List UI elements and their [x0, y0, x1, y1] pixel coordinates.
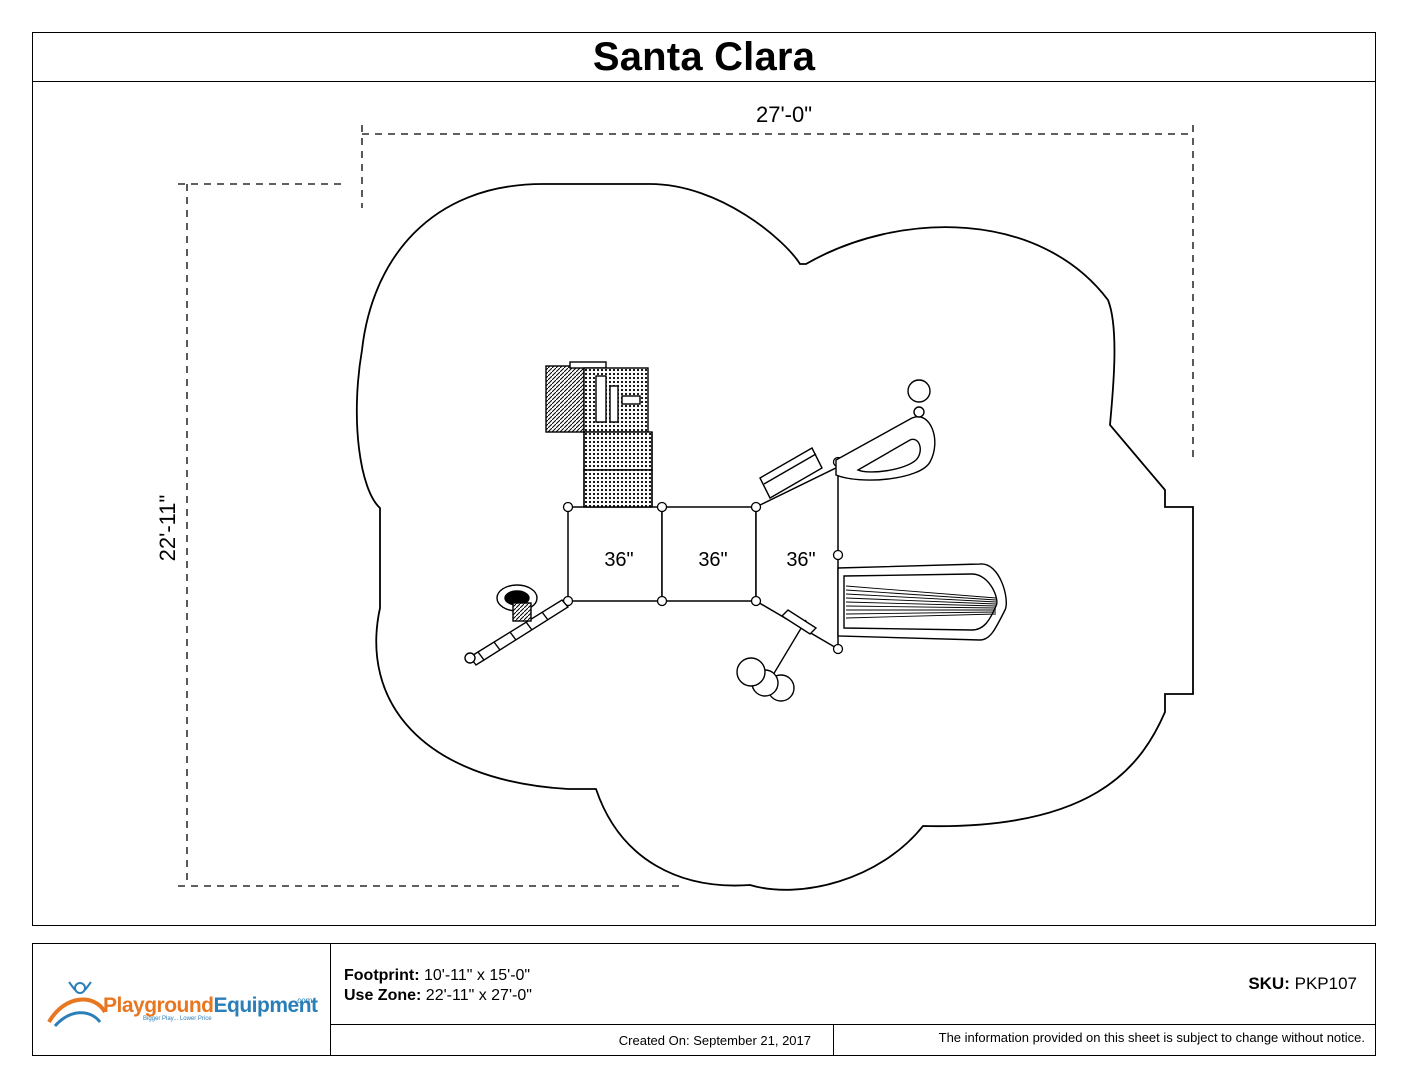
- use-zone-outline: [355, 183, 1194, 891]
- footprint-label: Footprint:: [344, 967, 420, 984]
- curved-slide: [835, 379, 936, 481]
- use-zone-label: Use Zone:: [344, 987, 422, 1004]
- deck-platforms: [567, 465, 839, 651]
- footprint-value: 10'-11" x 15'-0": [423, 967, 531, 984]
- use-zone-line: Use Zone: 22'-11" x 27'-0": [344, 987, 532, 1005]
- spinner-ladder: [464, 584, 570, 666]
- spec-cell: Footprint: 10'-11" x 15'-0" Use Zone: 22…: [331, 944, 1375, 1025]
- logo-cell: PlaygroundEquipment .com Bigger Play... …: [33, 944, 331, 1055]
- deck-1: [567, 506, 663, 602]
- disclaimer-notice: The information provided on this sheet i…: [938, 1029, 1365, 1045]
- deck-2-label: 36": [698, 549, 727, 571]
- title-block: PlaygroundEquipment .com Bigger Play... …: [32, 943, 1376, 1056]
- width-dimension: [361, 125, 1194, 460]
- height-dimension-label: 22'-11": [155, 495, 180, 562]
- footprint-line: Footprint: 10'-11" x 15'-0": [344, 967, 530, 985]
- hanging-rings: [736, 609, 818, 702]
- title-bar: Santa Clara: [33, 33, 1375, 82]
- site-plan-drawing: 27'-0" 22'-11" 36" 36" 36": [155, 102, 1194, 891]
- use-zone-value: 22'-11" x 27'-0": [425, 987, 532, 1004]
- deck-3-label: 36": [786, 549, 815, 571]
- drawing-sheet: Santa Clara: [32, 32, 1376, 926]
- deck-1-label: 36": [604, 549, 633, 571]
- deck-2: [661, 506, 757, 602]
- climbing-wall: [545, 361, 653, 508]
- brand-logo-suffix: .com: [295, 996, 313, 1005]
- sku-line: SKU: PKP107: [1248, 974, 1357, 994]
- brand-logo-tagline: Bigger Play... Lower Price: [143, 1016, 212, 1022]
- step-platform: [759, 447, 823, 499]
- brand-logo-icon: [47, 981, 107, 1028]
- height-dimension: [178, 183, 680, 887]
- page-title: Santa Clara: [592, 34, 816, 79]
- wave-slide: [837, 563, 1007, 641]
- sku-label: SKU:: [1248, 974, 1290, 993]
- width-dimension-label: 27'-0": [756, 102, 812, 127]
- created-on: Created On: September 21, 2017: [331, 1025, 834, 1055]
- brand-logo-text: PlaygroundEquipment: [103, 994, 318, 1017]
- sku-value: PKP107: [1294, 974, 1357, 993]
